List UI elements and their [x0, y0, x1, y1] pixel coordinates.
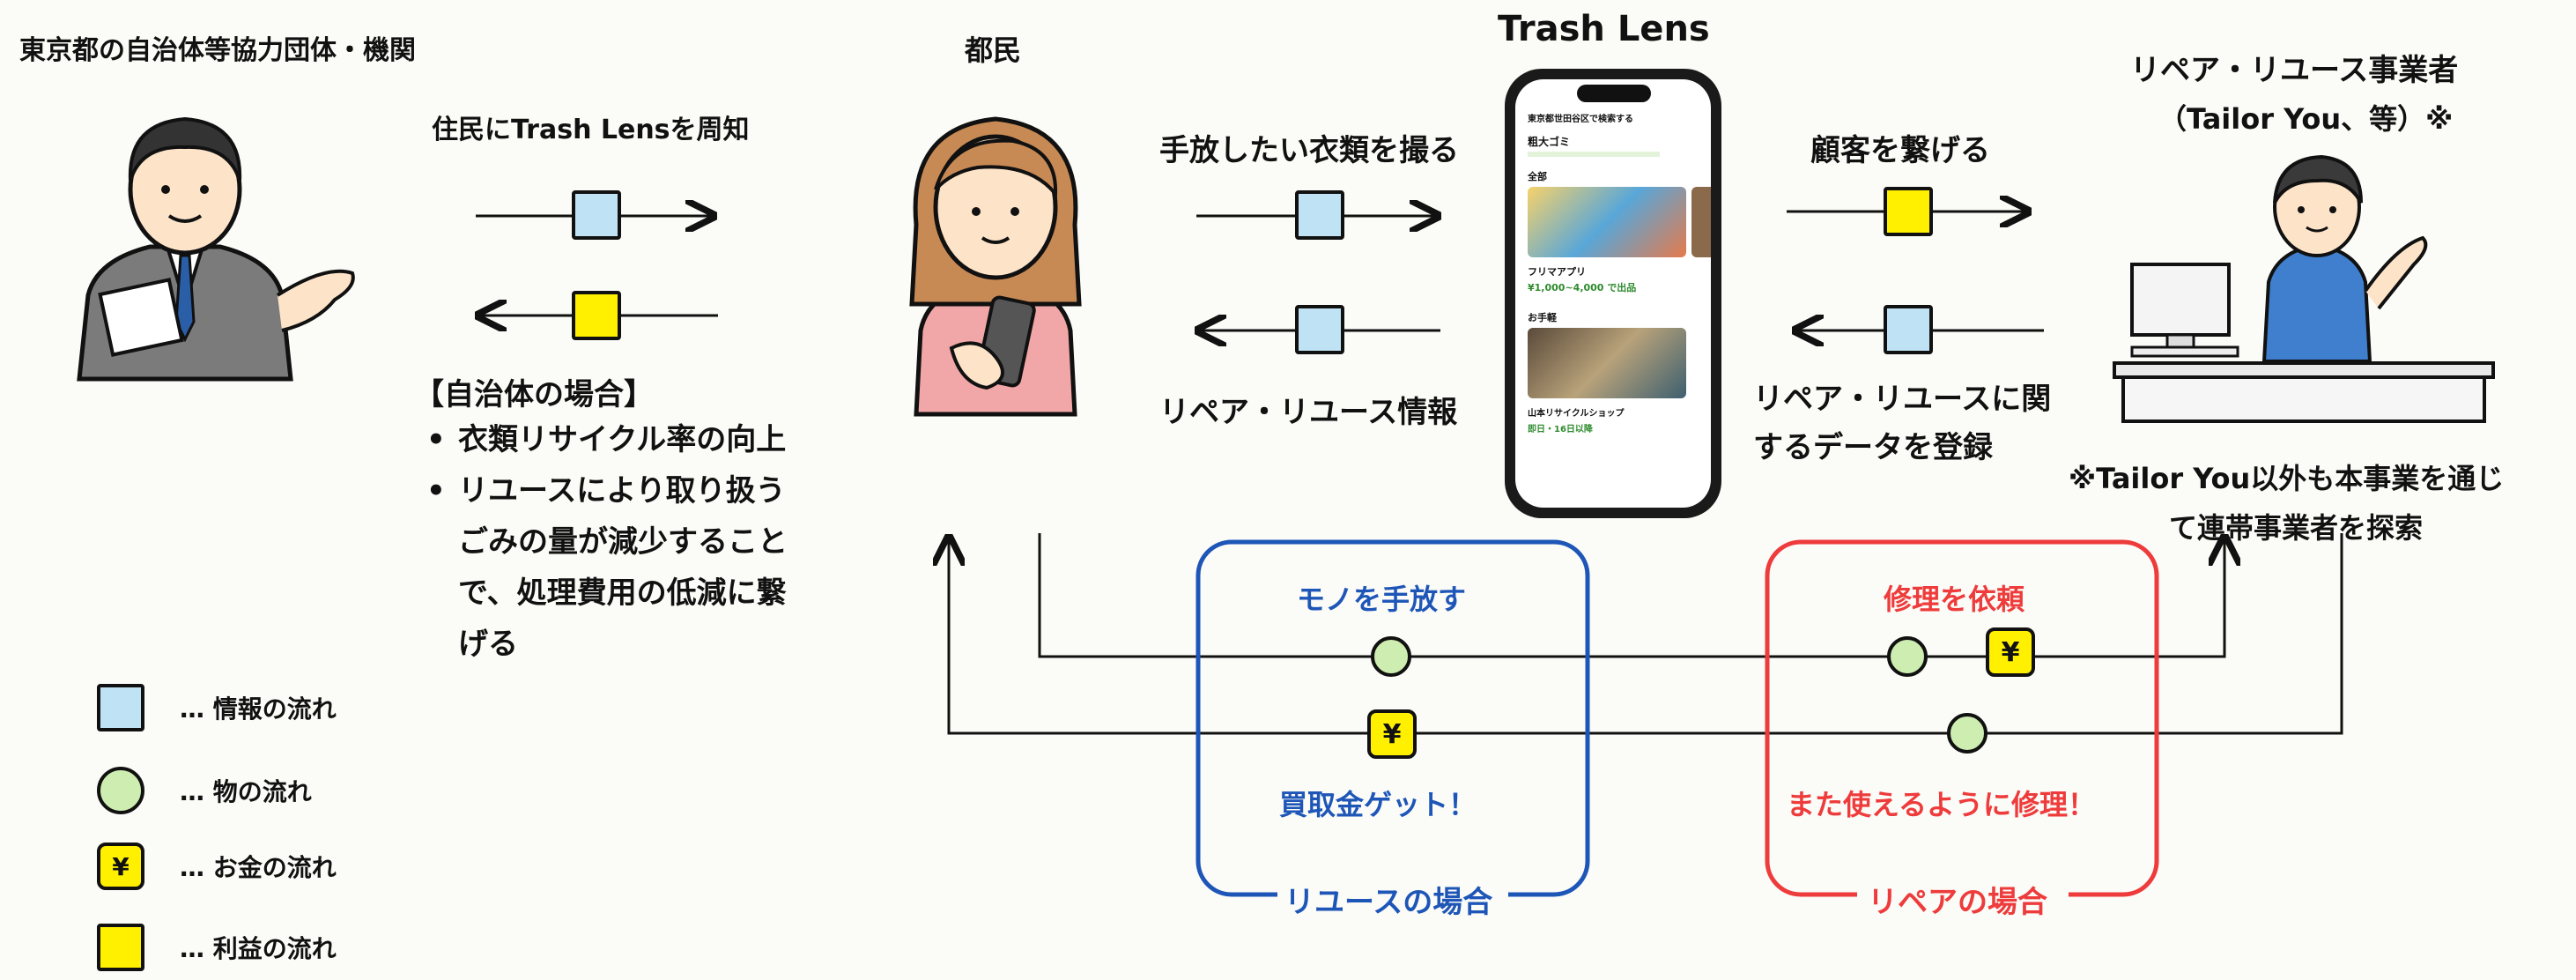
benefits-heading: 【自治体の場合】	[414, 377, 654, 412]
reuse-top-label: モノを手放す	[1297, 583, 1467, 616]
legend-goods: … 物の流れ	[97, 760, 312, 821]
phone-card1-image	[1528, 187, 1686, 257]
reuse-case-title: リユースの場合	[1284, 885, 1493, 920]
business-title-line1: リペア・リユース事業者	[2130, 53, 2459, 88]
benefit-item: リユースにより取り扱う ごみの量が減少すること で、処理費用の低減に繋 げる	[421, 465, 788, 670]
info-square-icon	[97, 684, 144, 731]
info-marker-register	[1884, 305, 1933, 354]
trash-lens-phone: 東京都世田谷区で検索する 粗大ゴミ 全部 フリマアプリ ¥1,000~4,000…	[1505, 69, 1721, 518]
citizen-illustration	[909, 116, 1082, 417]
footnote-line1: ※Tailor You以外も本事業を通じ	[2069, 462, 2505, 495]
phone-screen: 東京都世田谷区で検索する 粗大ゴミ 全部 フリマアプリ ¥1,000~4,000…	[1515, 79, 1711, 508]
phone-header: 粗大ゴミ	[1528, 136, 1571, 148]
benefits-list: 衣類リサイクル率の向上 リユースにより取り扱う ごみの量が減少すること で、処理…	[421, 414, 788, 670]
phone-section-all: 全部	[1528, 171, 1547, 182]
repair-reuse-info-label: リペア・リユース情報	[1159, 395, 1458, 430]
phone-progress	[1528, 152, 1660, 157]
footnote-line2: て連帯事業者を探索	[2169, 511, 2424, 545]
business-title-line2: （Tailor You、等）※	[2158, 102, 2454, 136]
phone-card1-title: フリマアプリ	[1528, 266, 1586, 278]
goods-marker-reuse	[1371, 636, 1411, 677]
publicize-label: 住民にTrash Lensを周知	[432, 115, 750, 145]
phone-card2-sub: 即日・16日以降	[1528, 425, 1593, 434]
app-title: Trash Lens	[1498, 9, 1710, 49]
money-marker-reuse: ¥	[1367, 709, 1417, 759]
phone-card2-title: 山本リサイクルショップ	[1528, 409, 1625, 419]
repair-bottom-label: また使えるように修理！	[1787, 788, 2097, 821]
municipality-officer-illustration	[77, 116, 355, 382]
reuse-bottom-label: 買取金ゲット！	[1279, 788, 1477, 821]
connect-customers-label: 顧客を繋げる	[1810, 133, 1990, 168]
legend-money: ¥ … お金の流れ	[97, 835, 337, 897]
phone-card1-price: ¥1,000~4,000 で出品	[1528, 282, 1637, 293]
profit-square-icon	[97, 924, 144, 971]
legend-info: … 情報の流れ	[97, 677, 337, 739]
business-staff-illustration	[2113, 154, 2495, 423]
legend-profit: … 利益の流れ	[97, 917, 337, 978]
phone-card2-image	[1528, 328, 1686, 398]
phone-notch	[1577, 85, 1651, 102]
legend-info-text: … 情報の流れ	[180, 694, 337, 724]
profit-marker-municipality	[572, 291, 621, 340]
legend-goods-text: … 物の流れ	[180, 777, 312, 806]
phone-location: 東京都世田谷区で検索する	[1528, 115, 1633, 124]
goods-marker-repair-back	[1947, 713, 1988, 754]
repair-top-label: 修理を依頼	[1884, 583, 2025, 616]
info-marker-photograph	[1295, 190, 1344, 240]
register-label-line2: するデータを登録	[1753, 430, 1993, 465]
goods-flow-line	[1038, 533, 2224, 658]
return-flow-line	[949, 533, 2343, 735]
phone-card-edge	[1691, 187, 1711, 257]
benefit-item: 衣類リサイクル率の向上	[421, 414, 788, 465]
info-marker-publicize	[572, 190, 621, 240]
yen-badge-icon: ¥	[97, 843, 144, 890]
register-label-line1: リペア・リユースに関	[1753, 382, 2052, 417]
municipality-title: 東京都の自治体等協力団体・機関	[19, 35, 416, 66]
profit-marker-connect	[1884, 187, 1933, 236]
phone-section-nearby: お手軽	[1528, 312, 1557, 323]
info-marker-return	[1295, 305, 1344, 354]
legend-money-text: … お金の流れ	[180, 853, 337, 882]
goods-circle-icon	[97, 767, 144, 814]
citizen-title: 都民	[965, 33, 1022, 67]
repair-case-title: リペアの場合	[1868, 885, 2047, 920]
goods-marker-repair-out	[1887, 636, 1928, 677]
money-marker-repair: ¥	[1986, 627, 2035, 677]
photograph-label: 手放したい衣類を撮る	[1159, 133, 1459, 168]
legend-profit-text: … 利益の流れ	[180, 934, 337, 963]
